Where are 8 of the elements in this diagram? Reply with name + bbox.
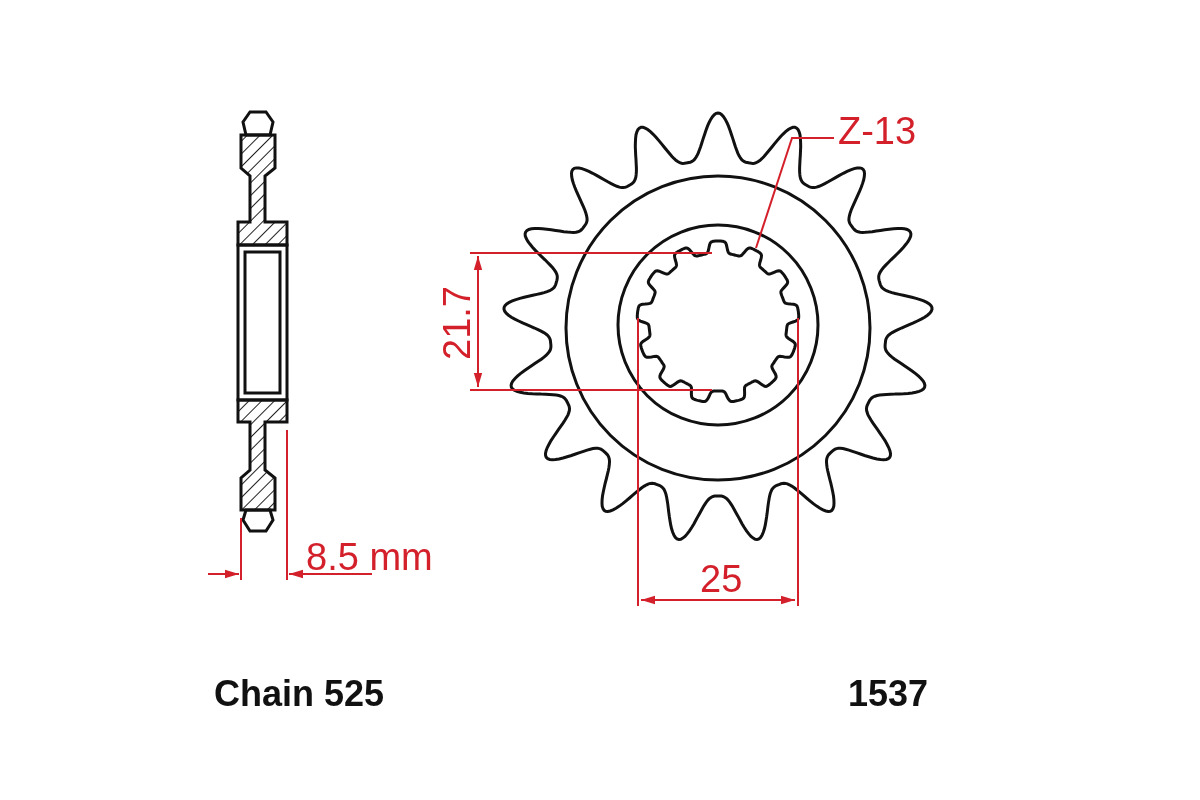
dimension-label: 8.5 mm	[306, 538, 433, 576]
dimension-label: 25	[700, 560, 743, 598]
leader-label: Z-13	[838, 112, 917, 150]
chain-size-label: Chain 525	[214, 676, 385, 712]
spline-bore	[635, 239, 801, 403]
leader-line	[755, 137, 835, 249]
dimension-label: 21.7	[438, 286, 476, 360]
part-number: 1537	[848, 676, 929, 712]
